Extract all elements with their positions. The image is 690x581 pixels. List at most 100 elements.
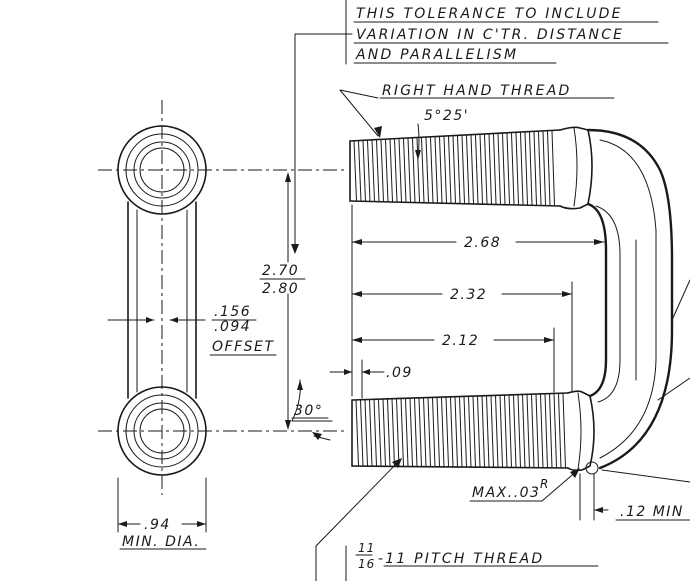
thread-line: [353, 140, 357, 202]
thread-line: [526, 393, 530, 469]
thread-line: [427, 397, 431, 468]
thread-line: [506, 132, 510, 205]
length-232-label: 2.32: [450, 287, 487, 303]
length-dimensions: [291, 204, 605, 441]
center-dim-upper: 2.70: [262, 263, 299, 279]
thread-line: [477, 395, 481, 468]
thread-line: [414, 397, 418, 468]
thread-line: [400, 397, 404, 467]
thread-line: [448, 135, 452, 204]
thread-line: [513, 394, 517, 469]
thread-line: [524, 132, 528, 205]
thread-line: [421, 137, 425, 203]
thread-line: [380, 139, 384, 203]
thread-line: [436, 396, 440, 468]
offset-label: OFFSET: [212, 339, 274, 355]
thread-line: [423, 397, 427, 468]
thread-line: [493, 133, 497, 205]
radius-r-label: R: [540, 477, 549, 491]
thread-line: [445, 396, 449, 468]
thread-line: [472, 395, 476, 468]
thread-line: [373, 398, 377, 467]
offset-dim-upper: .156: [214, 304, 251, 320]
center-dim-lower: 2.80: [262, 281, 299, 297]
thread-line: [549, 392, 553, 469]
thread-line: [418, 397, 422, 468]
thread-line: [367, 139, 371, 202]
pitch-thread-label: -11 PITCH THREAD: [378, 551, 544, 567]
thread-line: [508, 394, 512, 468]
length-268-label: 2.68: [464, 235, 501, 251]
length-212-label: 2.12: [442, 333, 479, 349]
thread-line: [391, 398, 395, 467]
thread-line: [396, 398, 400, 467]
thread-line: [466, 134, 470, 204]
thread-line: [457, 135, 461, 204]
thread-line: [495, 394, 499, 468]
thread-line: [562, 392, 566, 469]
thread-line: [387, 398, 391, 467]
thread-line: [468, 395, 472, 468]
thread-line: [355, 399, 359, 467]
thread-line: [432, 396, 436, 468]
thread-line: [394, 138, 398, 203]
thread-line: [547, 130, 551, 206]
thread-line: [378, 398, 382, 467]
angle-30-label: 30°: [294, 403, 323, 419]
pitch-thread-note: [315, 458, 599, 581]
thread-line: [441, 396, 445, 468]
thread-line: [362, 140, 366, 202]
thread-line: [416, 137, 420, 203]
thread-line: [481, 395, 485, 468]
pitch-fraction-num: 11: [358, 541, 375, 555]
thread-line: [544, 393, 548, 469]
tolerance-line-1: THIS TOLERANCE TO INCLUDE: [356, 6, 623, 22]
side-view: [349, 126, 690, 521]
thread-line: [434, 136, 438, 204]
tolerance-line-3: AND PARALLELISM: [355, 47, 518, 63]
thread-line: [425, 136, 429, 203]
thread-line: [517, 394, 521, 469]
thread-line: [497, 133, 501, 205]
thread-line: [470, 134, 474, 204]
thread-line: [398, 138, 402, 203]
thread-line: [486, 395, 490, 468]
thread-line: [542, 131, 546, 206]
tolerance-line-2: VARIATION IN C'TR. DISTANCE: [356, 27, 624, 43]
thread-line: [385, 138, 389, 203]
thread-line: [358, 140, 362, 202]
thread-line: [430, 136, 434, 204]
thread-line: [540, 393, 544, 469]
thread-line: [459, 396, 463, 468]
thread-line: [531, 393, 535, 469]
thread-line: [389, 138, 393, 203]
thread-line: [443, 136, 447, 204]
thread-line: [412, 137, 416, 203]
thread-line: [484, 134, 488, 205]
thread-line: [533, 131, 537, 206]
thread-line: [452, 135, 456, 204]
thread-note: [339, 89, 615, 160]
min-dia-value: .94: [144, 517, 171, 533]
right-hand-thread-label: RIGHT HAND THREAD: [382, 83, 571, 99]
center-distance-dimension: [259, 172, 306, 430]
thread-line: [382, 398, 386, 467]
thread-angle-label: 5°25': [424, 108, 469, 124]
thread-line: [535, 393, 539, 469]
thread-line: [553, 392, 557, 469]
thread-line: [463, 395, 467, 468]
thread-line: [360, 399, 364, 467]
thread-line: [479, 134, 483, 204]
chamfer-label: .09: [386, 365, 413, 381]
radius-note: [469, 468, 580, 502]
pitch-fraction-den: 16: [358, 557, 375, 571]
thread-line: [551, 130, 555, 206]
thread-line: [538, 131, 542, 206]
thread-line: [454, 396, 458, 468]
thread-line: [520, 132, 524, 205]
thread-line: [369, 399, 373, 467]
thread-line: [450, 396, 454, 468]
thread-line: [558, 392, 562, 469]
thread-line: [529, 131, 533, 205]
